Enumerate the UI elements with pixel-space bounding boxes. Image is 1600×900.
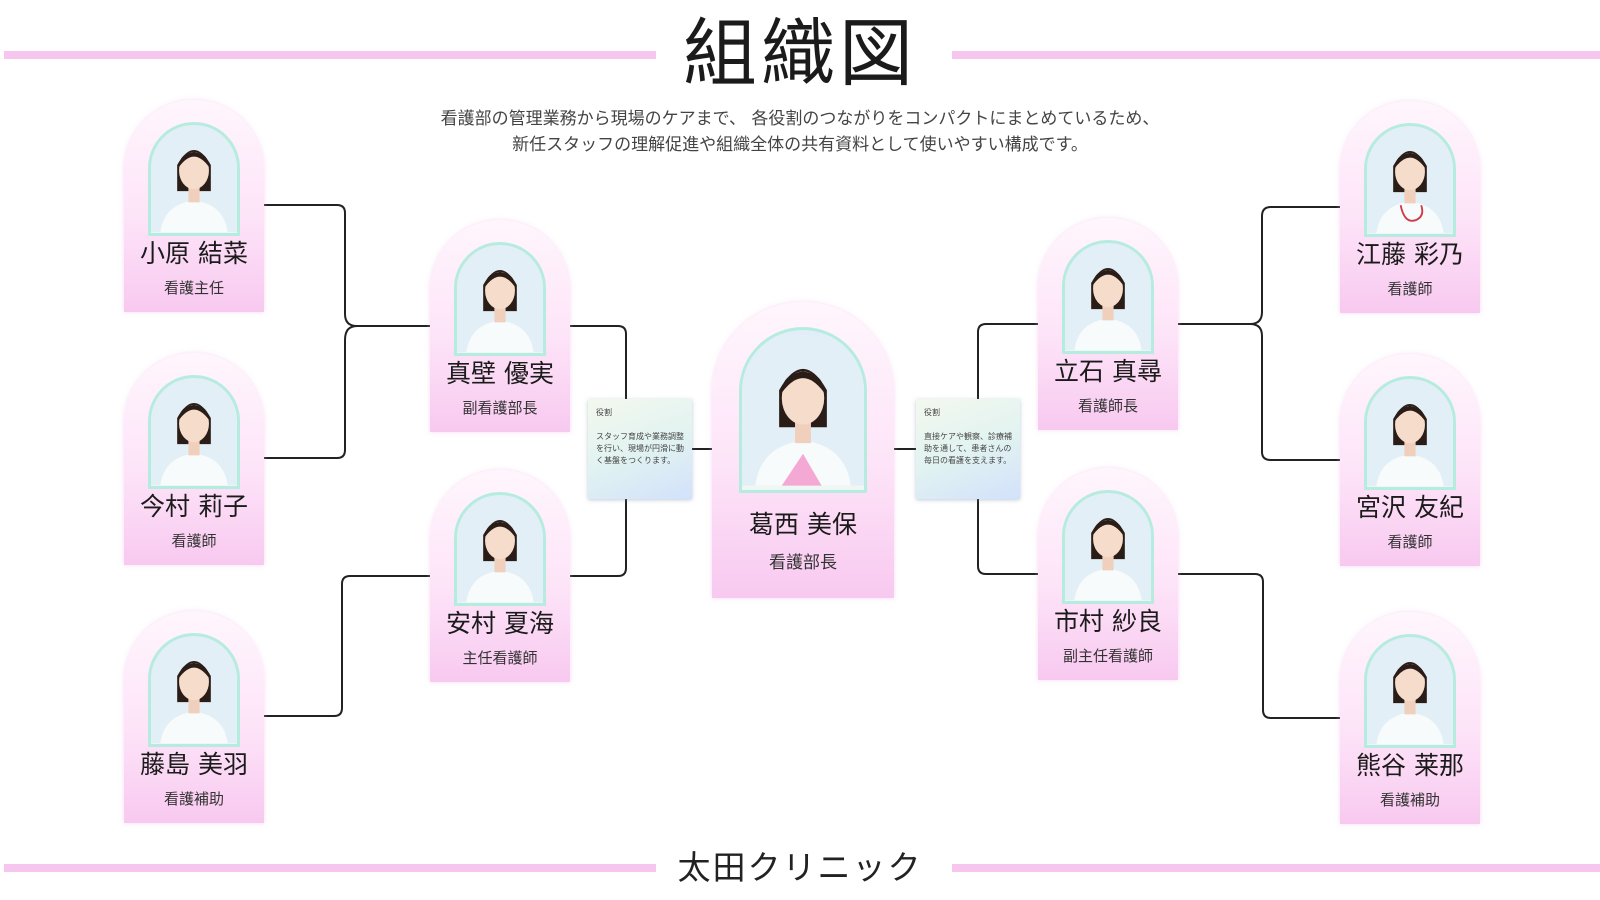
connector-right-bottom-staff — [1178, 573, 1340, 719]
manager-role: 主任看護師 — [462, 649, 538, 667]
staff-name: 小原 結菜 — [140, 239, 248, 268]
manager-card-ichimura[interactable]: 市村 紗良 副主任看護師 — [1038, 468, 1178, 680]
director-role: 看護部長 — [769, 553, 837, 573]
manager-name: 真壁 優実 — [446, 359, 554, 388]
role-note-right: 役割 直接ケアや観察、診療補助を通して、患者さんの毎日の看護を支えます。 — [916, 399, 1020, 499]
staff-card-eto[interactable]: 江藤 彩乃 看護師 — [1340, 101, 1480, 313]
staff-name: 宮沢 友紀 — [1356, 493, 1464, 522]
manager-role: 看護師長 — [1077, 397, 1138, 415]
director-card[interactable]: 葛西 美保 看護部長 — [712, 302, 894, 598]
staff-card-fujishima[interactable]: 藤島 美羽 看護補助 — [124, 611, 264, 823]
role-note-text: スタッフ育成や業務調整を行い、現場が円滑に動く基盤をつくります。 — [596, 432, 684, 465]
nurse-portrait-icon — [1364, 123, 1456, 237]
staff-card-obara[interactable]: 小原 結菜 看護主任 — [124, 100, 264, 312]
nurse-portrait-icon — [454, 492, 546, 606]
connector-right-mid-staff — [1249, 323, 1340, 461]
staff-name: 今村 莉子 — [140, 492, 248, 521]
staff-name: 熊谷 莱那 — [1356, 751, 1464, 780]
manager-role: 副主任看護師 — [1062, 647, 1153, 665]
director-name: 葛西 美保 — [749, 510, 857, 539]
nurse-portrait-icon — [454, 242, 546, 356]
nurse-portrait-icon — [148, 633, 240, 747]
nurse-portrait-icon — [739, 327, 867, 493]
connector-right-top-staff — [1178, 206, 1340, 325]
role-note-left: 役割 スタッフ育成や業務調整を行い、現場が円滑に動く基盤をつくります。 — [588, 399, 692, 499]
staff-card-miyazawa[interactable]: 宮沢 友紀 看護師 — [1340, 354, 1480, 566]
header-band-right — [952, 51, 1600, 59]
description-line-1: 看護部の管理業務から現場のケアまで、 各役割のつながりをコンパクトにまとめている… — [440, 109, 1160, 129]
staff-role: 看護師 — [1387, 280, 1433, 298]
description-line-2: 新任スタッフの理解促進や組織全体の共有資料として使いやすい構成です。 — [512, 135, 1088, 155]
footer-band-left — [4, 864, 656, 872]
staff-role: 看護師 — [1387, 533, 1433, 551]
staff-name: 江藤 彩乃 — [1356, 240, 1464, 269]
staff-role: 看護補助 — [1379, 791, 1440, 809]
manager-role: 副看護部長 — [462, 399, 538, 417]
staff-role: 看護師 — [171, 532, 217, 550]
nurse-portrait-icon — [148, 375, 240, 489]
page-title: 組織図 — [683, 11, 917, 97]
role-note-heading: 役割 — [596, 408, 612, 417]
connector-left-mid-staff — [264, 325, 358, 459]
organization-name: 太田クリニック — [677, 848, 923, 887]
header-band-left — [4, 51, 656, 59]
nurse-portrait-icon — [1062, 240, 1154, 354]
staff-name: 藤島 美羽 — [140, 750, 248, 779]
connector-left-top-staff — [264, 204, 430, 327]
manager-name: 安村 夏海 — [446, 609, 554, 638]
staff-role: 看護主任 — [163, 279, 224, 297]
role-note-text: 直接ケアや観察、診療補助を通して、患者さんの毎日の看護を支えます。 — [924, 432, 1012, 465]
connector-left-bottom-staff — [264, 575, 430, 717]
nurse-portrait-icon — [148, 122, 240, 236]
nurse-portrait-icon — [1364, 376, 1456, 490]
manager-name: 市村 紗良 — [1054, 607, 1162, 636]
nurse-portrait-icon — [1062, 490, 1154, 604]
staff-card-imamura[interactable]: 今村 莉子 看護師 — [124, 353, 264, 565]
staff-role: 看護補助 — [163, 790, 224, 808]
manager-name: 立石 真尋 — [1054, 357, 1162, 386]
staff-card-kumagai[interactable]: 熊谷 莱那 看護補助 — [1340, 612, 1480, 824]
role-note-heading: 役割 — [924, 408, 940, 417]
manager-card-tateishi[interactable]: 立石 真尋 看護師長 — [1038, 218, 1178, 430]
manager-card-yasumura[interactable]: 安村 夏海 主任看護師 — [430, 470, 570, 682]
manager-card-makabe[interactable]: 真壁 優実 副看護部長 — [430, 220, 570, 432]
footer-band-right — [952, 864, 1600, 872]
nurse-portrait-icon — [1364, 634, 1456, 748]
